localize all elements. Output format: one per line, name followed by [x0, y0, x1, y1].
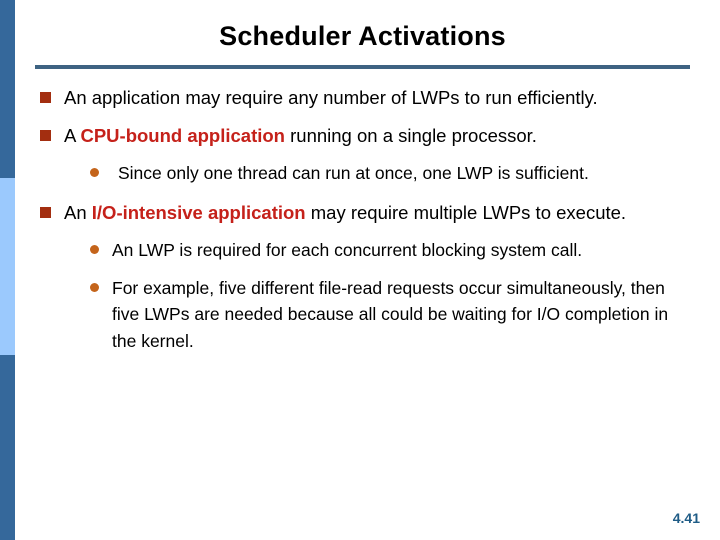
bullet-text: A CPU-bound application running on a sin…: [64, 122, 695, 149]
bullet-text: An application may require any number of…: [64, 87, 598, 108]
sub-bullet-text: For example, five different file-read re…: [112, 278, 669, 351]
sub-bullet-text: Since only one thread can run at once, o…: [118, 163, 589, 184]
sub-bullet-item: Since only one thread can run at once, o…: [90, 160, 695, 186]
round-bullet-icon: [90, 160, 112, 178]
bullet-text-tail: may require multiple LWPs to execute.: [305, 201, 627, 223]
sub-bullet-item: An LWP is required for each concurrent b…: [90, 237, 695, 263]
slide-body: An application may require any number of…: [40, 84, 695, 366]
round-bullet-icon: [90, 275, 112, 293]
bullet-item: An application may require any number of…: [40, 84, 695, 111]
bullet-text-lead: An: [64, 201, 92, 223]
bullet-text: An I/O-intensive application may require…: [64, 199, 695, 226]
bullet-item: An I/O-intensive application may require…: [40, 199, 695, 226]
bullet-text-tail: running on a single processor.: [284, 125, 537, 147]
slide-title: Scheduler Activations: [219, 21, 506, 51]
bullet-item: A CPU-bound application running on a sin…: [40, 122, 695, 149]
square-bullet-icon: [40, 84, 64, 103]
bullet-text-highlight: CPU-bound application: [80, 125, 285, 147]
square-bullet-icon: [40, 199, 64, 218]
title-underline-rule: [35, 65, 690, 69]
sub-bullet-item: For example, five different file-read re…: [90, 275, 695, 354]
decorative-sidebar-top: [0, 0, 15, 178]
decorative-sidebar-middle: [0, 178, 15, 355]
decorative-sidebar-bottom: [0, 355, 15, 540]
sub-bullet-text: An LWP is required for each concurrent b…: [112, 239, 583, 260]
bullet-text-highlight: I/O-intensive application: [91, 201, 306, 223]
round-bullet-icon: [90, 237, 112, 254]
square-bullet-icon: [40, 122, 64, 142]
bullet-text-lead: A: [64, 125, 81, 147]
page-number: 4.41: [672, 510, 700, 526]
